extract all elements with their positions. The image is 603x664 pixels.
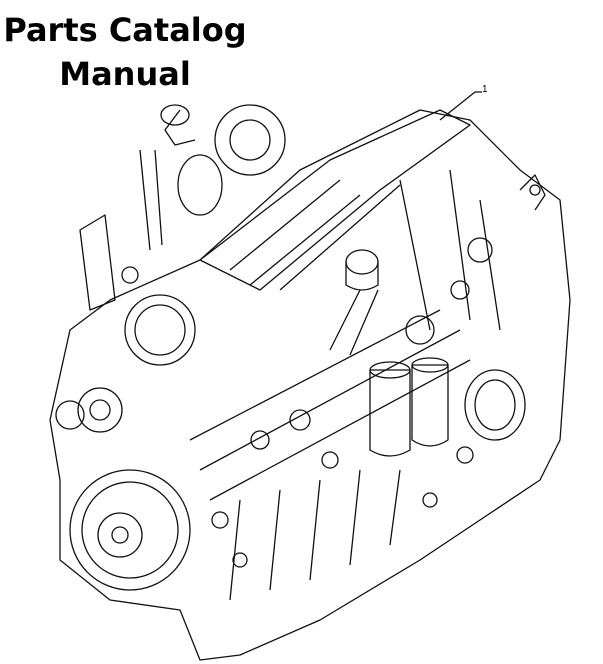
- callout-leader: [439, 91, 482, 121]
- engine-block-outline: [49, 109, 571, 661]
- title-line-1: Parts Catalog: [3, 11, 247, 49]
- title-line-2: Manual: [59, 55, 191, 93]
- crankshaft-pulley: [69, 469, 191, 591]
- callout-number: 1: [482, 84, 488, 95]
- fuel-filter: [369, 369, 411, 457]
